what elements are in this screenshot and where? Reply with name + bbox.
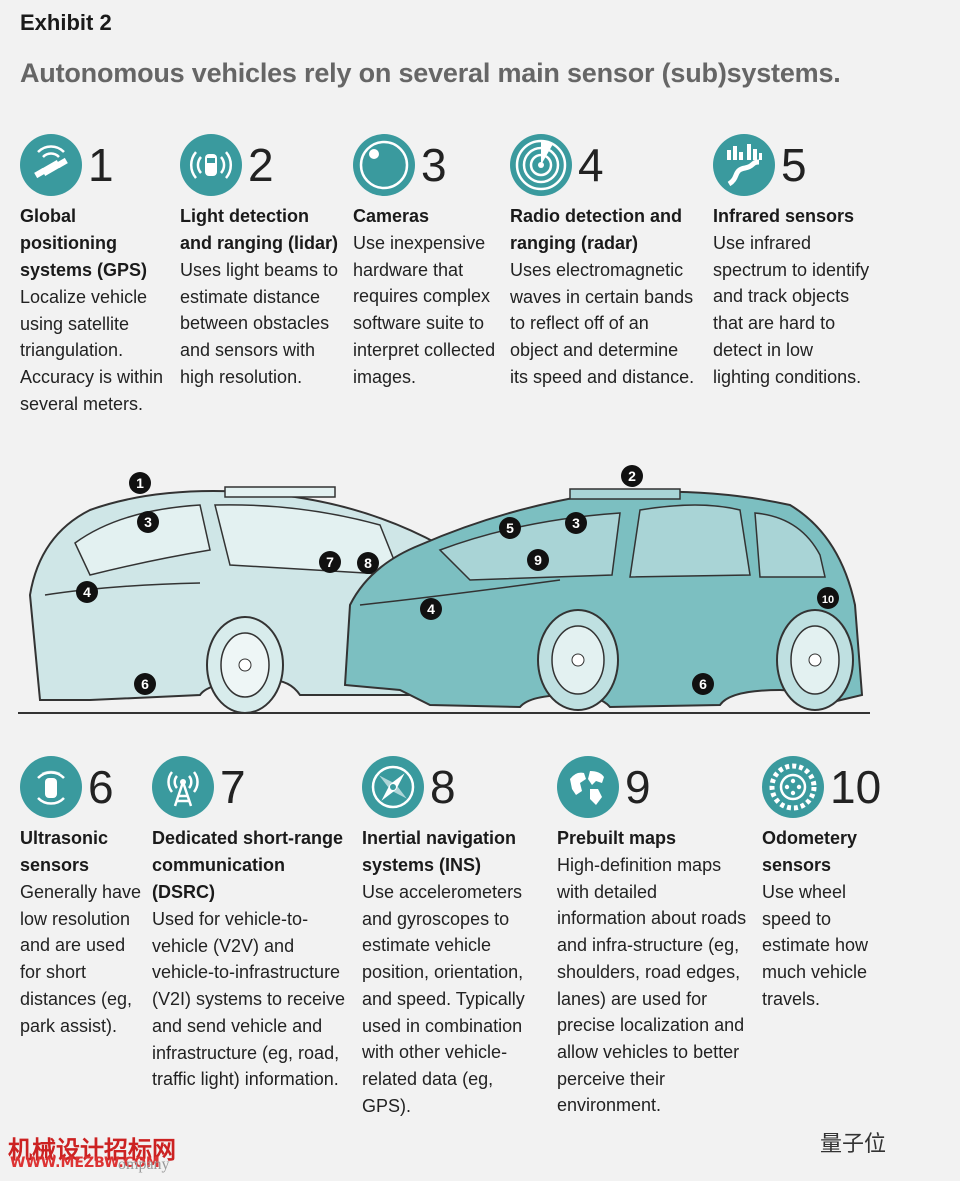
antenna-tower-icon — [152, 756, 214, 818]
sensor-description: Use inexpensive hardware that requires c… — [353, 233, 496, 387]
sensor-description: Uses light beams to estimate distance be… — [180, 260, 339, 387]
sensor-marker-label: 5 — [506, 520, 514, 536]
sensor-number: 2 — [248, 139, 274, 191]
exhibit-label: Exhibit 2 — [20, 10, 112, 35]
sensor-marker: 3 — [565, 512, 587, 534]
cars-illustration: 1 3 4 6 7 8 2 5 3 9 4 6 10 — [18, 465, 870, 714]
sensor-title: Inertial navigation systems (INS) — [362, 828, 517, 875]
sensor-card-odometery: 10 Odometery sensors Use wheel speed to … — [762, 754, 882, 1013]
sensor-marker-label: 6 — [141, 676, 149, 692]
sensor-title: Cameras — [353, 206, 430, 226]
sensor-card-cameras: 3 Cameras Use inexpensive hardware that … — [353, 132, 498, 390]
lidar-car-icon — [180, 134, 242, 196]
sensor-marker-label: 1 — [136, 475, 144, 491]
sensor-marker: 10 — [817, 587, 839, 609]
sensor-card-ins: 8 Inertial navigation systems (INS) Use … — [362, 754, 547, 1119]
sensor-number: 7 — [220, 761, 246, 813]
left-car — [28, 486, 471, 714]
sensor-card-infrared: 5 Infrared sensors Use infrared spectrum… — [713, 132, 873, 390]
sensor-marker: 4 — [76, 581, 98, 603]
sensor-number: 4 — [578, 139, 604, 191]
sensor-marker-label: 2 — [628, 468, 636, 484]
compass-icon — [362, 756, 424, 818]
satellite-icon — [20, 134, 82, 196]
infrared-road-icon — [713, 134, 775, 196]
camera-lens-icon — [353, 134, 415, 196]
tire-icon — [762, 756, 824, 818]
sensor-card-ultrasonic: 6 Ultrasonic sensors Generally have low … — [20, 754, 150, 1039]
sensor-card-maps: 9 Prebuilt maps High-definition maps wit… — [557, 754, 749, 1119]
sensor-number: 3 — [421, 139, 447, 191]
watermark-wechat: 量子位 — [820, 1132, 887, 1157]
sensor-marker: 5 — [499, 517, 521, 539]
sensor-title: Global positioning systems (GPS) — [20, 206, 148, 280]
sensor-card-radar: 4 Radio detection and ranging (radar) Us… — [510, 132, 695, 391]
sensor-marker: 6 — [692, 673, 714, 695]
sensor-description: Localize vehicle using satellite triangu… — [20, 287, 164, 414]
watermark-source: ompany — [118, 1156, 170, 1173]
globe-map-icon — [557, 756, 619, 818]
sensor-marker: 3 — [137, 511, 159, 533]
sensor-title: Ultrasonic sensors — [20, 828, 109, 875]
sensor-marker-label: 10 — [822, 594, 834, 606]
sensor-card-lidar: 2 Light detection and ranging (lidar) Us… — [180, 132, 342, 391]
sensor-title: Light detection and ranging (lidar) — [180, 206, 339, 253]
right-car — [343, 488, 864, 711]
sensor-title: Prebuilt maps — [557, 828, 677, 848]
sensor-number: 1 — [88, 139, 114, 191]
watermark-site-name: 机械设计招标网 — [8, 1136, 176, 1164]
sensor-description: Generally have low resolution and are us… — [20, 882, 142, 1036]
sensor-marker: 2 — [621, 465, 643, 487]
sensor-marker-label: 7 — [326, 554, 334, 570]
sensor-number: 10 — [830, 761, 882, 813]
sensor-marker: 4 — [420, 598, 442, 620]
sensor-markers: 1 3 4 6 7 8 2 5 3 9 4 6 10 — [76, 465, 839, 695]
sensor-title: Dedicated short-range communication (DSR… — [152, 828, 344, 902]
sensor-marker: 1 — [129, 472, 151, 494]
page-title: Autonomous vehicles rely on several main… — [20, 58, 841, 88]
sensor-title: Odometery sensors — [762, 828, 858, 875]
sensor-description: Use accelerometers and gyroscopes to est… — [362, 882, 525, 1116]
sensor-description: Use infrared spectrum to identify and tr… — [713, 233, 870, 387]
sensor-number: 9 — [625, 761, 651, 813]
sensor-number: 8 — [430, 761, 456, 813]
watermark-url: WWW.MEZBW.COM — [10, 1155, 160, 1171]
sensor-marker-label: 9 — [534, 552, 542, 568]
sensor-marker: 6 — [134, 673, 156, 695]
sensor-marker: 9 — [527, 549, 549, 571]
sensor-title: Radio detection and ranging (radar) — [510, 206, 683, 253]
sensor-description: Uses electromagnetic waves in certain ba… — [510, 260, 695, 387]
sensor-number: 5 — [781, 139, 807, 191]
ultrasonic-car-icon — [20, 756, 82, 818]
sensor-marker: 7 — [319, 551, 341, 573]
sensor-description: Use wheel speed to estimate how much veh… — [762, 882, 869, 1009]
sensor-description: Used for vehicle-to-vehicle (V2V) and ve… — [152, 909, 346, 1090]
sensor-marker-label: 8 — [364, 555, 372, 571]
sensor-marker-label: 4 — [83, 584, 91, 600]
sensor-marker-label: 3 — [572, 515, 580, 531]
sensor-marker: 8 — [357, 552, 379, 574]
sensor-marker-label: 3 — [144, 514, 152, 530]
sensor-number: 6 — [88, 761, 114, 813]
sensor-description: High-definition maps with detailed infor… — [557, 855, 747, 1116]
sensor-marker-label: 4 — [427, 601, 435, 617]
sensor-title: Infrared sensors — [713, 206, 855, 226]
sensor-card-gps: 1 Global positioning systems (GPS) Local… — [20, 132, 170, 418]
sensor-marker-label: 6 — [699, 676, 707, 692]
radar-icon — [510, 134, 572, 196]
sensor-card-dsrc: 7 Dedicated short-range communication (D… — [152, 754, 352, 1093]
